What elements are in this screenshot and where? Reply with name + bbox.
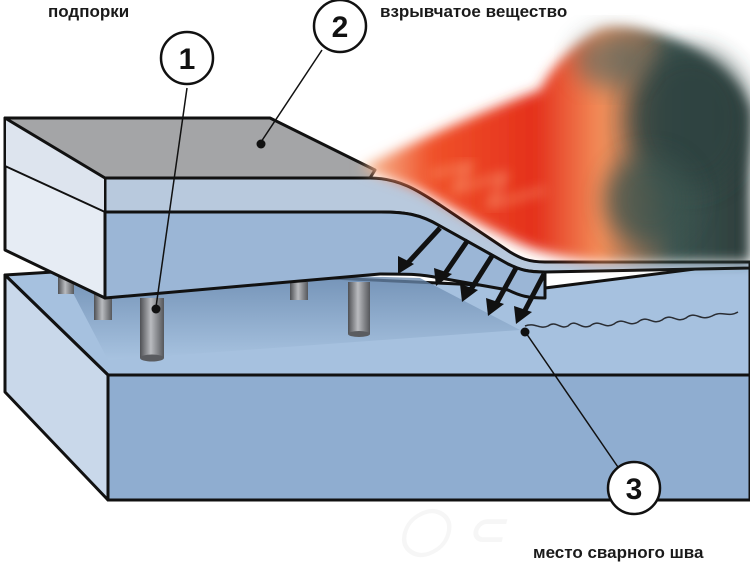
callout-1-circle (159, 30, 215, 86)
callout-2-anchor (256, 139, 266, 149)
support-rod-end (348, 331, 370, 337)
support-rod (348, 282, 370, 334)
watermark-logo: ◯ ⊂ (398, 502, 507, 556)
callout-1-leader (155, 87, 188, 308)
callout-2-circle (312, 0, 368, 54)
callout-1-number: 1 (179, 43, 196, 76)
flyer-plate-top-face (3, 116, 377, 180)
impact-arrow-head (460, 284, 478, 302)
weld-wave-line (524, 311, 739, 328)
impact-arrow-head (434, 268, 452, 286)
support-rods (58, 262, 370, 362)
label-explosive: взрывчатое вещество (380, 2, 568, 21)
callout-1: 1 (151, 30, 215, 314)
explosion-cloud (360, 27, 750, 262)
impact-arrow (403, 226, 442, 268)
callout-3-number: 3 (626, 473, 643, 506)
base-plate-front-face (106, 373, 750, 502)
support-rod-end (140, 354, 164, 362)
callout-2-leader (260, 49, 323, 143)
smoke-plume (575, 32, 645, 88)
impact-arrow (519, 272, 547, 318)
callout-2: 2 (256, 0, 368, 149)
impact-arrow-head (486, 298, 504, 316)
label-weld-site: место сварного шва (533, 543, 704, 562)
impact-arrow-head (514, 306, 532, 324)
flame-zigzag (429, 161, 546, 209)
smoke-plume (630, 50, 750, 190)
callout-1-anchor (151, 304, 161, 314)
impact-arrow (491, 266, 519, 310)
impact-arrow-head (398, 256, 414, 274)
callout-3-circle (606, 460, 662, 516)
support-rod (290, 282, 308, 300)
callout-2-number: 2 (332, 11, 349, 44)
impact-arrows (398, 226, 547, 324)
smoke-plume (605, 155, 695, 245)
callout-3-leader (525, 332, 621, 471)
impact-arrow (465, 254, 495, 296)
impact-arrow (439, 238, 471, 280)
label-supports: подпорки (48, 2, 130, 21)
callout-3-anchor (520, 327, 530, 337)
callout-3: 3 (520, 327, 662, 516)
